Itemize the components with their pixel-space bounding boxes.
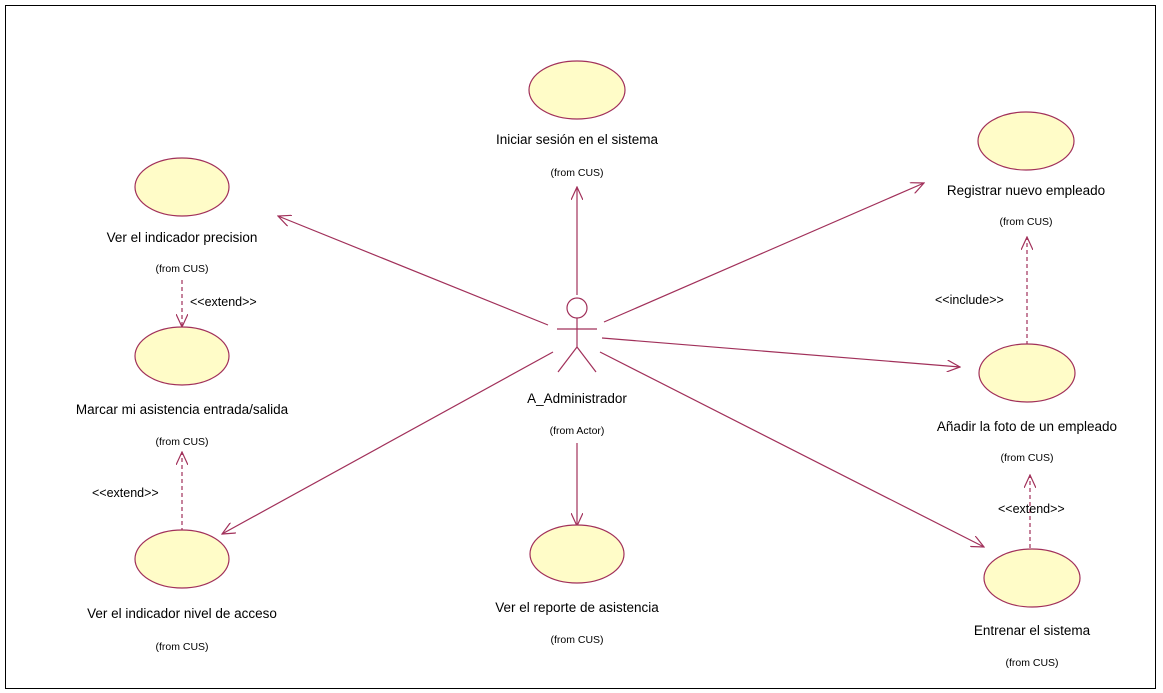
uc-name-precision: Ver el indicador precision	[107, 230, 258, 245]
assoc-entrenar	[599, 351, 984, 547]
uc-from-iniciar: (from CUS)	[550, 167, 603, 179]
uc-name-iniciar: Iniciar sesión en el sistema	[496, 132, 659, 147]
ellipse-foto[interactable]	[978, 343, 1076, 403]
stereotype-include: <<include>>	[935, 293, 1004, 307]
diagram-frame	[5, 5, 1156, 689]
uc-name-foto: Añadir la foto de un empleado	[937, 419, 1117, 434]
uc-name-entrenar: Entrenar el sistema	[974, 623, 1091, 638]
uc-from-precision: (from CUS)	[155, 263, 208, 275]
ellipse-precision[interactable]	[134, 157, 230, 217]
associations	[222, 183, 984, 547]
ellipse-entrenar[interactable]	[983, 548, 1081, 608]
actor-figure[interactable]	[557, 297, 597, 373]
actor-name: A_Administrador	[527, 391, 627, 406]
assoc-nivel	[222, 351, 554, 534]
uc-name-reporte: Ver el reporte de asistencia	[495, 600, 659, 615]
actor-leg-right	[576, 346, 597, 373]
uc-from-marcar: (from CUS)	[155, 436, 208, 448]
uc-from-reporte: (from CUS)	[550, 634, 603, 646]
uc-from-foto: (from CUS)	[1000, 452, 1053, 464]
stereotype-extend-2: <<extend>>	[92, 486, 159, 500]
actor-head	[566, 297, 588, 319]
ellipse-nivel[interactable]	[134, 529, 230, 589]
ellipse-marcar[interactable]	[134, 326, 230, 386]
assoc-foto	[601, 337, 960, 367]
actor-from: (from Actor)	[550, 425, 605, 437]
uc-from-nivel: (from CUS)	[155, 641, 208, 653]
uc-from-registrar: (from CUS)	[999, 216, 1052, 228]
use-case-ellipses	[134, 60, 1081, 608]
ellipse-registrar[interactable]	[977, 111, 1075, 171]
uc-name-nivel: Ver el indicador nivel de acceso	[87, 606, 277, 621]
stereotype-extend-3: <<extend>>	[998, 502, 1065, 516]
actor-leg-left	[557, 346, 578, 373]
uc-name-marcar: Marcar mi asistencia entrada/salida	[76, 402, 289, 417]
uc-from-entrenar: (from CUS)	[1005, 657, 1058, 669]
stereotype-extend-1: <<extend>>	[190, 295, 257, 309]
ellipse-iniciar[interactable]	[528, 60, 626, 120]
uc-name-registrar: Registrar nuevo empleado	[947, 183, 1105, 198]
dependencies	[182, 237, 1030, 548]
ellipse-reporte[interactable]	[529, 524, 625, 584]
assoc-registrar	[603, 183, 924, 323]
assoc-precision	[278, 216, 549, 326]
